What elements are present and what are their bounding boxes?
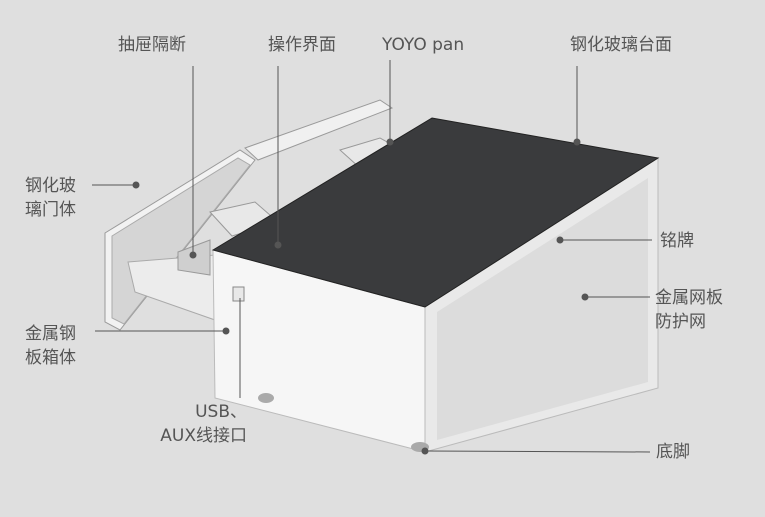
label-line: 板箱体 bbox=[25, 348, 76, 368]
label-mesh-panel: 金属网板 防护网 bbox=[655, 286, 723, 334]
label-control-panel: 操作界面 bbox=[268, 35, 336, 55]
glass-top bbox=[211, 117, 660, 308]
label-line: USB、 bbox=[195, 402, 247, 422]
label-nameplate: 铭牌 bbox=[660, 231, 694, 251]
table-body bbox=[211, 117, 660, 453]
label-yoyo-pan: YOYO pan bbox=[382, 35, 465, 55]
foot bbox=[258, 393, 274, 403]
leader-lines bbox=[92, 60, 652, 455]
label-line: 金属网板 bbox=[655, 288, 723, 308]
label-line: 金属钢 bbox=[25, 324, 76, 344]
usb-port bbox=[232, 286, 245, 302]
label-tempered-glass-top: 钢化玻璃台面 bbox=[570, 35, 672, 55]
label-line: 防护网 bbox=[655, 312, 706, 332]
label-metal-case: 金属钢 板箱体 bbox=[25, 322, 76, 370]
label-glass-door: 钢化玻 璃门体 bbox=[25, 174, 76, 222]
label-feet: 底脚 bbox=[656, 442, 690, 462]
label-drawer-divider: 抽屉隔断 bbox=[118, 35, 186, 55]
label-line: AUX线接口 bbox=[160, 426, 247, 446]
label-usb-aux: USB、 AUX线接口 bbox=[160, 400, 247, 448]
label-line: 璃门体 bbox=[25, 200, 76, 220]
label-line: 钢化玻 bbox=[25, 176, 76, 196]
